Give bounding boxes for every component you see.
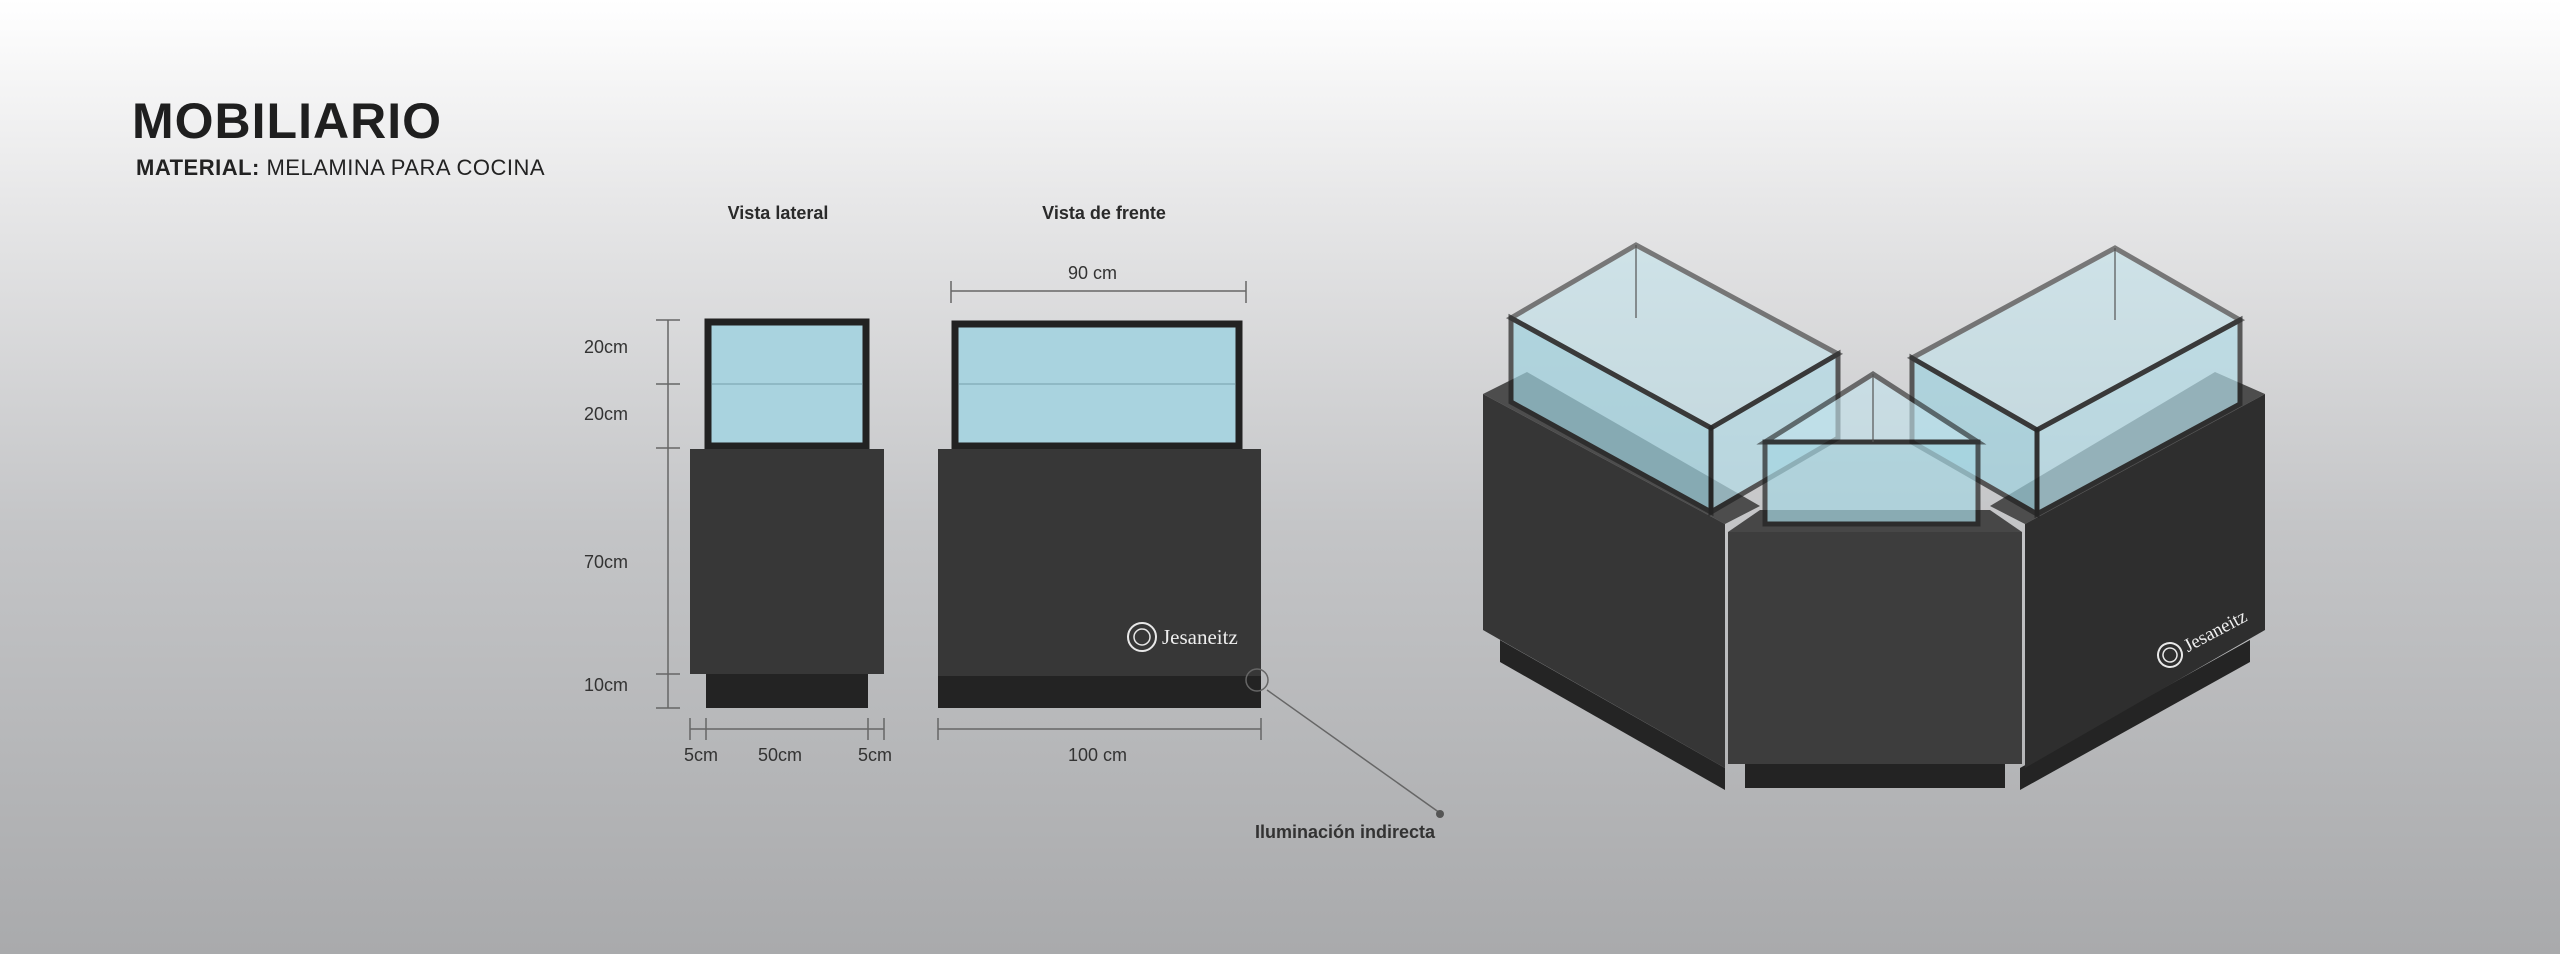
side-cabinet-base (706, 674, 868, 708)
front-logo: Jesaneitz (1127, 622, 1238, 652)
side-vertical-dimension-lines (656, 319, 680, 709)
front-bottom-dimension-lines (937, 718, 1262, 740)
isometric-view-drawing: Jesaneitz (1483, 242, 2265, 790)
front-cabinet-body (938, 449, 1261, 676)
dim-base: 10cm (584, 675, 629, 695)
iso-center-unit (1728, 371, 2022, 788)
front-cabinet-base (938, 676, 1261, 708)
side-cabinet-body (690, 449, 884, 674)
side-horizontal-dimension-lines (689, 718, 885, 740)
logo-icon (1127, 622, 1157, 652)
lighting-callout (1245, 668, 1444, 818)
material-label: MATERIAL: (136, 155, 260, 180)
front-view-drawing: Jesaneitz (938, 320, 1261, 708)
iso-logo-icon (2157, 642, 2183, 668)
side-view-label: Vista lateral (727, 203, 829, 223)
dim-side-width: 50cm (758, 745, 803, 765)
dim-cabinet-body: 70cm (584, 552, 629, 572)
front-top-dimension-lines (950, 281, 1247, 303)
dim-front-width: 100 cm (1068, 745, 1128, 765)
iso-left-unit (1483, 242, 1844, 790)
dim-side-margin-right: 5cm (858, 745, 893, 765)
material-subtitle: MATERIAL: MELAMINA PARA COCINA (136, 155, 545, 181)
dim-front-top-width: 90 cm (1068, 263, 1118, 283)
dim-glass-upper: 20cm (584, 337, 629, 357)
page-title: MOBILIARIO (132, 93, 442, 149)
material-value: MELAMINA PARA COCINA (266, 155, 546, 180)
side-view-drawing (690, 318, 884, 708)
dim-glass-lower: 20cm (584, 404, 629, 424)
lighting-annotation: Iluminación indirecta (1255, 822, 1436, 842)
dim-side-margin-left: 5cm (684, 745, 719, 765)
front-view-label: Vista de frente (1042, 203, 1166, 223)
front-logo-text: Jesaneitz (1162, 625, 1238, 649)
